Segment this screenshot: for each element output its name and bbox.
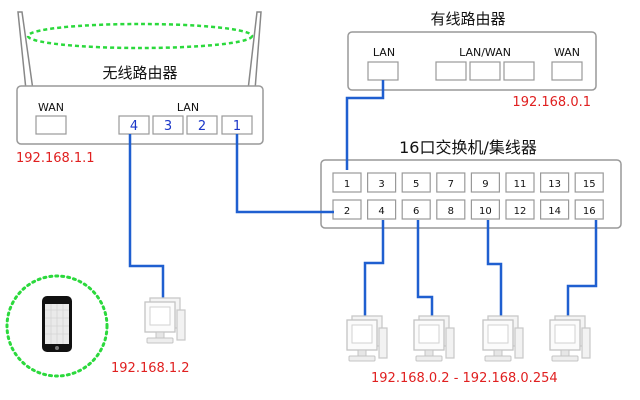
wired-lanwan-port-2 [469, 61, 501, 81]
switch-title: 16口交换机/集线器 [399, 138, 537, 157]
switch-port-16 [574, 199, 604, 220]
wan-port [35, 115, 67, 135]
wired-wan-port [551, 61, 583, 81]
computer-icon-1 [346, 315, 388, 362]
lan-label: LAN [177, 101, 199, 114]
switch-port-label-1: 1 [344, 179, 350, 190]
pc-left-ip: 192.168.1.2 [111, 361, 190, 376]
cable-router-lan4-to-pc [128, 134, 165, 300]
lan-port-2 [186, 115, 218, 135]
switch-port-5 [401, 172, 431, 193]
switch-port-12 [505, 199, 535, 220]
switch-port-label-7: 7 [448, 179, 454, 190]
lan-port-label-2: 2 [198, 119, 206, 134]
switch-port-label-8: 8 [448, 206, 454, 217]
computer-icon-2 [413, 315, 455, 362]
cable-switch-10-to-pc [486, 220, 503, 318]
cable-wired-lan-to-switch-1 [345, 80, 385, 170]
phone-device [5, 274, 109, 378]
switch-port-2 [332, 199, 362, 220]
switch-port-1 [332, 172, 362, 193]
wired-lan-label: LAN [373, 46, 395, 59]
switch-port-label-9: 9 [482, 179, 488, 190]
switch-port-8 [436, 199, 466, 220]
switch-port-label-16: 16 [583, 206, 596, 217]
switch-port-6 [401, 199, 431, 220]
switch-port-label-11: 11 [514, 179, 527, 190]
switch-port-label-13: 13 [548, 179, 561, 190]
lan-port-label-3: 3 [164, 119, 172, 134]
cable-switch-6-to-pc [416, 220, 434, 318]
wired-router-title: 有线路由器 [430, 10, 505, 28]
wired-router: 有线路由器 LAN LAN/WAN WAN 192.168.0.1 [347, 10, 597, 110]
wired-router-body [347, 31, 597, 91]
lan-port-label-4: 4 [130, 119, 138, 134]
wireless-router: 无线路由器 WAN LAN 4 3 2 1 192.168.1.1 [16, 11, 264, 166]
computers [144, 297, 591, 362]
left-antenna [17, 11, 34, 91]
switch-port-label-4: 4 [378, 206, 384, 217]
phone-home-button [55, 346, 59, 350]
lan-ports: 4 3 2 1 [118, 115, 253, 135]
computer-icon-3 [482, 315, 524, 362]
computer-icon-left [144, 297, 186, 344]
cable-switch-16-to-pc [566, 220, 598, 318]
pc-range-ip: 192.168.0.2 - 192.168.0.254 [371, 371, 558, 386]
wired-wan-label: WAN [554, 46, 580, 59]
switch-port-label-5: 5 [413, 179, 419, 190]
wired-lanwan-port-1 [435, 61, 467, 81]
phone-wifi-ring [5, 274, 109, 378]
switch-port-label-12: 12 [514, 206, 527, 217]
switch-port-label-6: 6 [413, 206, 419, 217]
switch-port-15 [574, 172, 604, 193]
lan-port-label-1: 1 [233, 119, 241, 134]
wireless-router-body [16, 85, 264, 145]
wifi-signal-ring [26, 22, 254, 50]
switch-port-10 [470, 199, 500, 220]
cable-router-lan1-to-switch-2 [235, 134, 334, 214]
cables [128, 80, 598, 318]
switch-port-7 [436, 172, 466, 193]
switch-port-4 [367, 199, 397, 220]
wireless-router-ip: 192.168.1.1 [16, 151, 95, 166]
computer-icon-4 [549, 315, 591, 362]
switch-port-9 [470, 172, 500, 193]
switch-port-label-15: 15 [583, 179, 596, 190]
lan-port-4 [118, 115, 150, 135]
wired-router-ip: 192.168.0.1 [512, 95, 591, 110]
wired-lan-port [367, 61, 399, 81]
switch-port-13 [539, 172, 570, 193]
switch-port-3 [367, 172, 397, 193]
wired-lanwan-port-3 [503, 61, 535, 81]
switch-port-11 [505, 172, 535, 193]
wireless-router-title: 无线路由器 [102, 64, 177, 82]
right-antenna [247, 11, 262, 91]
lan-port-3 [152, 115, 184, 135]
switch-port-label-14: 14 [548, 206, 561, 217]
wan-label: WAN [38, 101, 64, 114]
switch-port-14 [539, 199, 570, 220]
cable-switch-4-to-pc [363, 220, 385, 318]
switch-port-label-10: 10 [479, 206, 492, 217]
switch-port-label-2: 2 [344, 206, 350, 217]
switch-port-label-3: 3 [378, 179, 384, 190]
wired-lanwan-label: LAN/WAN [459, 46, 511, 59]
